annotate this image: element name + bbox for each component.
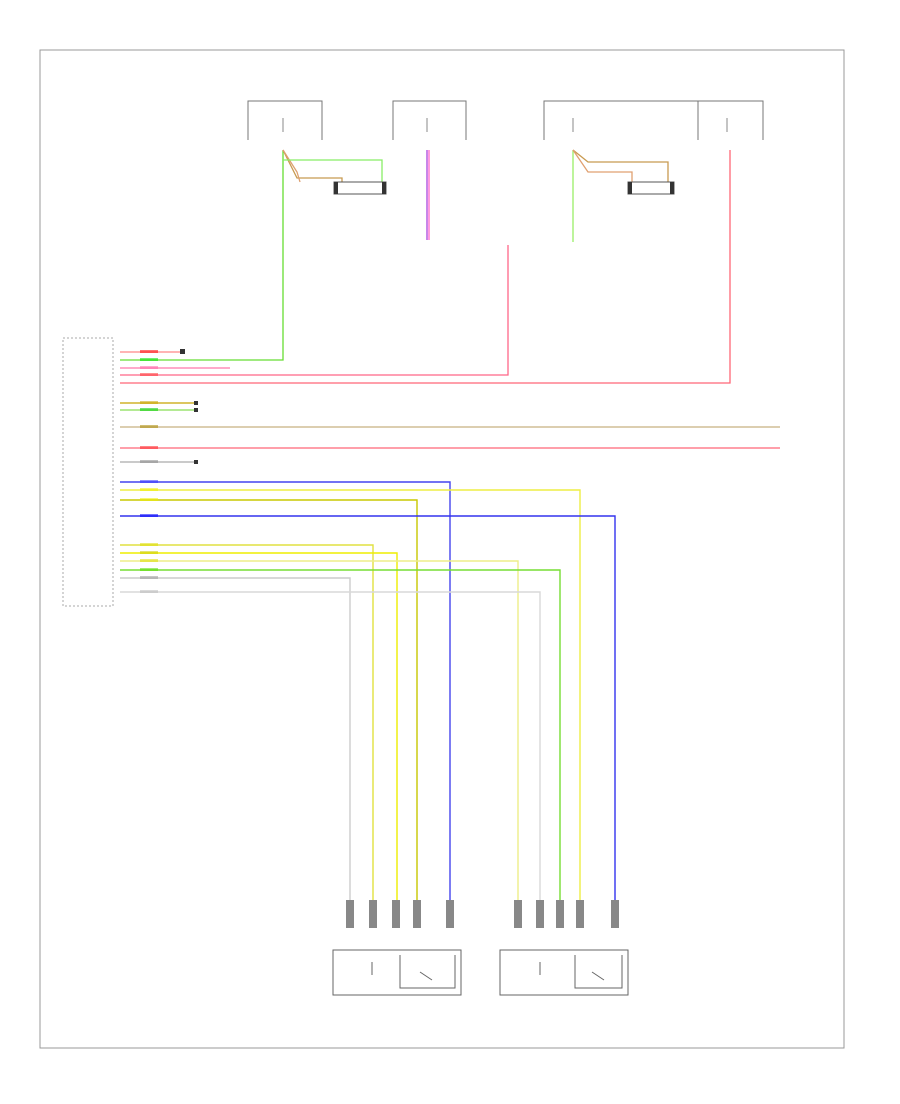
module-pin-wire-code [140,559,158,562]
fuse-box-4 [620,100,764,140]
module-pin-wire-code [140,408,158,411]
distribution-block-right [627,181,675,195]
module-pin-wire-code [140,460,158,463]
motor-wires [120,481,616,900]
left-motor-connector [346,900,454,928]
power-distribution-left [120,149,509,376]
module-pin-wire-code [140,498,158,501]
module-pin-wire-code [140,480,158,483]
module-pin-wire-code [140,488,158,491]
module-pin-wire-code [140,446,158,449]
control-module [62,337,114,607]
power-distribution-right [120,149,731,384]
fuse-box-3 [543,100,620,140]
module-pin-wire-code [140,576,158,579]
module-pin-wire-code [140,551,158,554]
module-pin-wire-code [140,514,158,517]
module-pin-wire-code [140,568,158,571]
module-pin-wire-code [140,366,158,369]
module-pin-group [140,350,158,593]
distribution-block-left [333,181,387,195]
module-pin-wire-code [140,373,158,376]
module-pin-wire-code [140,401,158,404]
module-pin-wire-code [140,350,158,353]
module-pin-wire-code [140,543,158,546]
module-pin-wire-code [140,425,158,428]
right-motor [499,949,629,996]
left-motor [332,949,462,996]
module-pin-wire-code [140,358,158,361]
fuse-box-2 [392,100,467,140]
diagram-border [39,49,845,1049]
right-motor-connector [514,900,619,928]
fuse-box-1 [247,100,323,140]
module-pin-wire-code [140,590,158,593]
